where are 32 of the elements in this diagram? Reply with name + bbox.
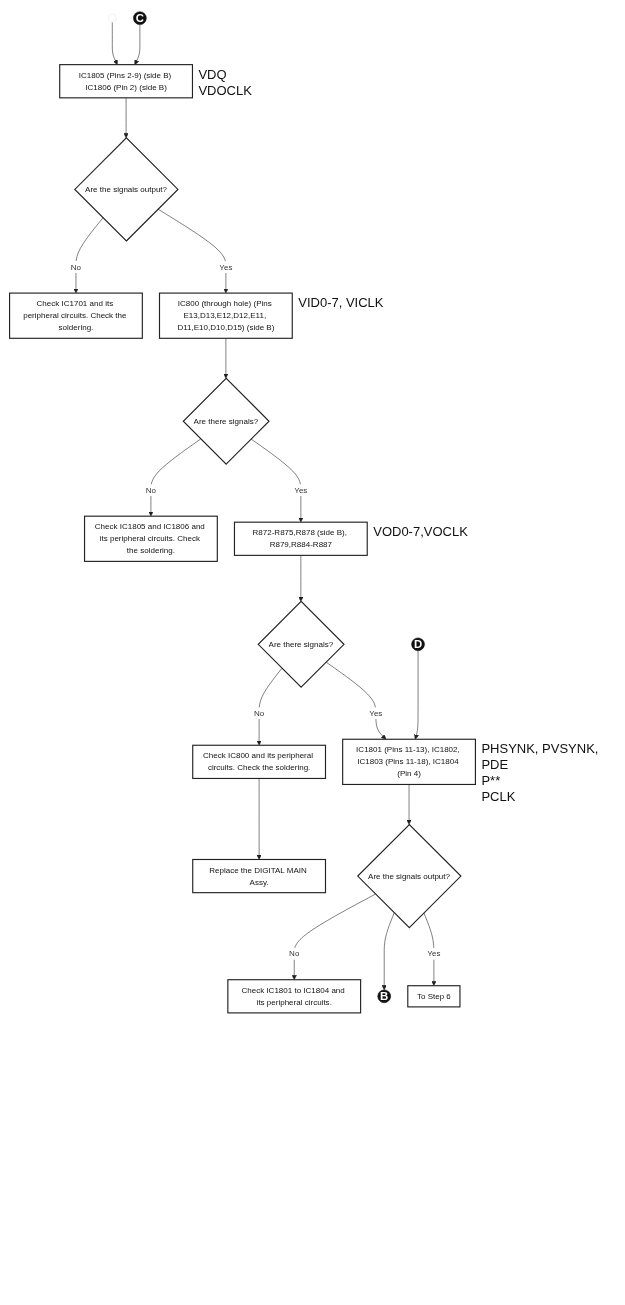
process-box: Check IC1701 and its peripheral circuits. Check the soldering. bbox=[9, 292, 143, 339]
decision-diamond: Are the signals output? bbox=[74, 137, 179, 242]
connector-circle: D bbox=[411, 637, 425, 651]
edge-label: Yes bbox=[219, 262, 233, 272]
signal-name-label: PHSYNK, PVSYNK, PDE bbox=[481, 741, 600, 774]
edge-label: No bbox=[289, 948, 300, 958]
signal-name-label: VDQ bbox=[198, 66, 228, 83]
process-box: IC1805 (Pins 2-9) (side B) IC1806 (Pin 2) (side B) bbox=[59, 64, 194, 99]
edge-label: Yes bbox=[294, 485, 308, 495]
process-box: Check IC1805 and IC1806 and its peripheral circuits. Check the soldering. bbox=[83, 515, 218, 562]
signal-name-label: PCLK bbox=[481, 789, 517, 806]
edge-label: Yes bbox=[369, 708, 383, 718]
signal-name-label: VOD0-7,VOCLK bbox=[373, 524, 468, 541]
process-box: IC800 (through hole) (Pins E13,D13,E12,D12,E11, D11,E10,D10,D15) (side B) bbox=[158, 292, 293, 339]
signal-name-label: P** bbox=[481, 773, 502, 790]
edge-label: No bbox=[253, 708, 265, 718]
edge-label: Yes bbox=[427, 948, 441, 958]
signal-name-label: VDOCLK bbox=[198, 82, 252, 99]
decision-diamond: Are the signals output? bbox=[356, 823, 462, 929]
connector-circle: B bbox=[377, 989, 391, 1004]
decision-diamond: Are there signals? bbox=[182, 377, 270, 465]
decision-diamond: Are there signals? bbox=[257, 600, 345, 688]
signal-name-label: VID0-7, VICLK bbox=[298, 295, 384, 312]
process-box: R872-R875,R878 (side B), R879,R884-R887 bbox=[233, 521, 368, 556]
edge-label: No bbox=[145, 485, 157, 495]
process-box: Replace the DIGITAL MAIN Assy. bbox=[192, 858, 327, 894]
process-box: Check IC800 and its peripheral circuits. Check the soldering. bbox=[192, 744, 327, 780]
edge-label: No bbox=[70, 262, 82, 272]
process-box: Check IC1801 to IC1804 and its peripheral circuits. bbox=[227, 979, 362, 1014]
process-box: To Step 6 bbox=[407, 985, 461, 1008]
process-box: IC1801 (Pins 11-13), IC1802, IC1803 (Pins 11-18), IC1804 (Pin 4) bbox=[342, 738, 476, 786]
connector-circle: C bbox=[133, 11, 147, 25]
